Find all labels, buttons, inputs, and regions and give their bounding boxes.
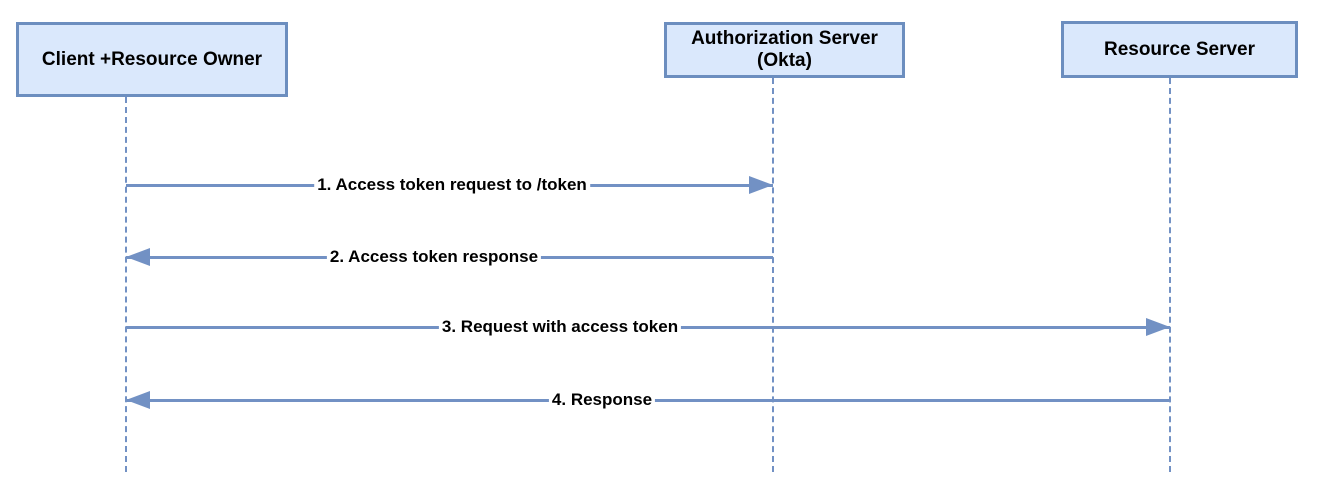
message-2-label: 2. Access token response <box>326 247 542 267</box>
actor-label-resource-server: Resource Server <box>1103 38 1256 60</box>
message-3-arrowhead-right-icon <box>1146 318 1170 336</box>
message-3-label: 3. Request with access token <box>438 317 682 337</box>
message-1-arrowhead-right-icon <box>749 176 773 194</box>
message-1-label: 1. Access token request to /token <box>314 175 590 195</box>
message-4-arrowhead-left-icon <box>126 391 150 409</box>
actor-box-resource-server: Resource Server <box>1061 21 1298 78</box>
message-2-arrowhead-left-icon <box>126 248 150 266</box>
actor-box-client: Client +Resource Owner <box>16 22 288 97</box>
lifeline-authorization-server <box>772 78 774 472</box>
lifeline-resource-server <box>1169 78 1171 472</box>
actor-label-client: Client +Resource Owner <box>41 48 263 70</box>
message-4-label: 4. Response <box>548 390 656 410</box>
lifeline-client <box>125 97 127 472</box>
actor-box-authorization-server: Authorization Server (Okta) <box>664 22 905 78</box>
actor-label-authorization-server: Authorization Server (Okta) <box>691 28 878 71</box>
